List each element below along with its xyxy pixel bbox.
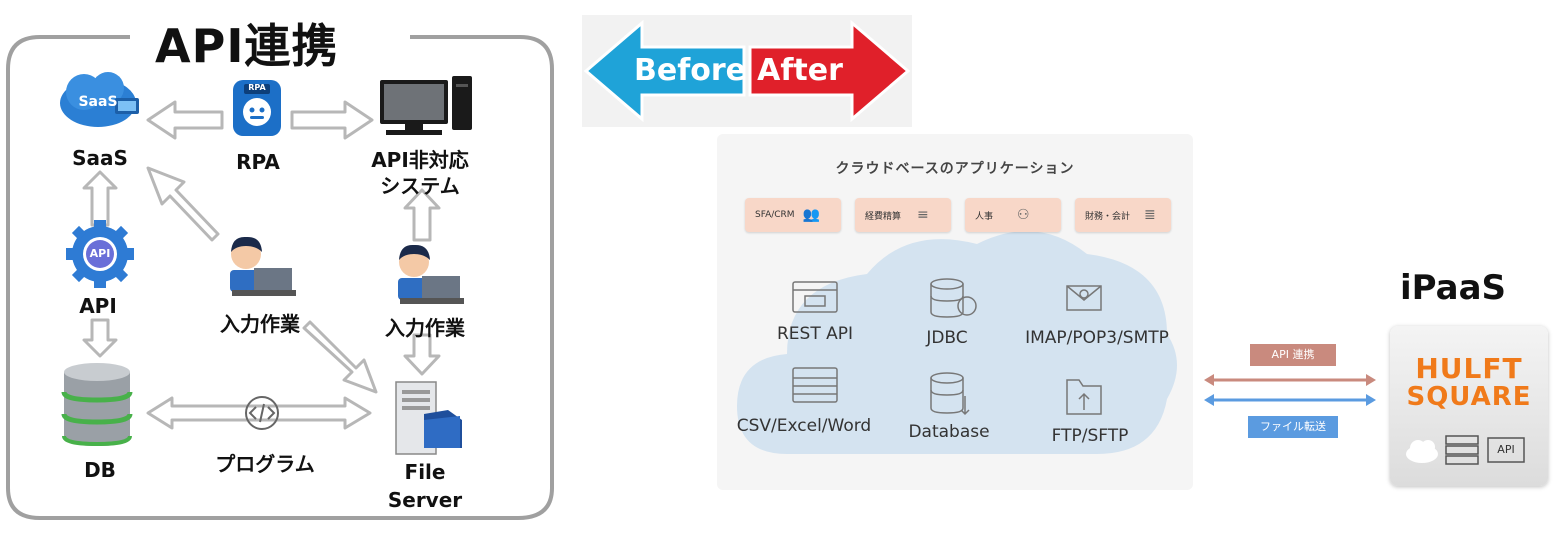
cloud-apps-panel: クラウドベースのアプリケーション SFA/CRM 👥 経費精算 ≡ 人事 ⚇ 財… <box>717 134 1193 490</box>
hulft-brand-line1: HULFT <box>1415 352 1523 385</box>
saas-cloud-icon <box>60 72 139 127</box>
hulft-square-tile: HULFT SQUARE API <box>1390 326 1548 486</box>
file-transfer-tag: ファイル転送 <box>1248 416 1338 438</box>
program-label: プログラム <box>215 452 315 476</box>
protocol-jdbc: JDBC <box>926 328 968 348</box>
api-badge-frame <box>1487 437 1525 463</box>
file-server-icon <box>395 381 462 455</box>
api-label: API <box>79 294 117 318</box>
protocol-icons <box>792 278 1102 416</box>
saas-label: SaaS <box>72 146 128 170</box>
api-gear-icon <box>66 220 134 288</box>
chip-expense-label: 経費精算 <box>865 211 902 222</box>
api-unsupported-label-line1: API非対応 <box>371 148 469 172</box>
protocol-ftp: FTP/SFTP <box>1051 426 1129 446</box>
arrow-manual-to-system <box>403 188 441 242</box>
protocol-imap: IMAP/POP3/SMTP <box>1025 328 1169 348</box>
before-label: Before <box>634 53 747 88</box>
coins-icon: ≣ <box>1144 207 1156 223</box>
api-link-tag: API 連携 <box>1250 344 1336 366</box>
panel-frame <box>6 35 554 520</box>
protocol-database: Database <box>908 422 990 442</box>
chip-hr-label: 人事 <box>975 211 994 222</box>
rest-api-icon <box>792 281 838 313</box>
chip-finance-label: 財務・会計 <box>1085 211 1131 222</box>
saas-icon-text: SaaS <box>78 94 118 110</box>
panel-title: API連携 <box>155 19 339 73</box>
api-icon-text: API <box>89 247 111 260</box>
database-icon <box>61 363 133 447</box>
database-stack-icon: ≡ <box>917 207 929 223</box>
people-icon: 👥 <box>802 207 820 223</box>
manual-input-right-label: 入力作業 <box>385 316 465 340</box>
api-unsupported-label-line2: システム <box>380 174 460 198</box>
mail-icon <box>1066 285 1102 311</box>
chip-hr: 人事 ⚇ <box>965 198 1061 232</box>
protocol-csv: CSV/Excel/Word <box>736 416 872 436</box>
chip-sfa-crm: SFA/CRM 👥 <box>745 198 841 232</box>
protocol-rest-api: REST API <box>776 324 854 344</box>
desktop-computer-icon <box>380 76 472 135</box>
jdbc-icon <box>930 278 977 318</box>
arrow-db-fileserver <box>146 396 372 430</box>
chip-finance: 財務・会計 ≣ <box>1075 198 1171 232</box>
server-rack-icon <box>1445 435 1479 465</box>
cloud-panel-title: クラウドベースのアプリケーション <box>835 161 1075 177</box>
api-badge-label: API <box>1497 443 1515 456</box>
database-icon-outline <box>930 372 970 416</box>
db-label: DB <box>84 458 116 482</box>
org-chart-icon: ⚇ <box>1017 207 1030 223</box>
hulft-brand-line2: SQUARE <box>1406 382 1532 412</box>
arrow-manual-to-fileserver <box>403 333 441 376</box>
chip-expense: 経費精算 ≡ <box>855 198 951 232</box>
arrow-saas-api <box>82 170 118 227</box>
code-gear-icon <box>245 396 279 430</box>
person-laptop-icon-right <box>398 244 464 304</box>
after-label: After <box>757 53 843 88</box>
file-server-label-line2: Server <box>387 488 463 512</box>
cloud-icon <box>1406 440 1438 463</box>
rpa-icon-text: RPA <box>248 83 266 92</box>
chip-sfa-crm-label: SFA/CRM <box>755 210 795 220</box>
rpa-label: RPA <box>236 150 280 174</box>
before-after-arrows <box>583 19 911 123</box>
before-after-banner: Before After <box>582 15 912 127</box>
ftp-folder-icon <box>1066 379 1102 415</box>
spreadsheet-icon <box>792 367 838 403</box>
person-laptop-icon-left <box>230 236 296 296</box>
rpa-robot-icon <box>233 80 281 136</box>
manual-input-left-label: 入力作業 <box>220 312 300 336</box>
arrow-rpa-to-saas <box>146 100 224 140</box>
arrow-manual-to-saas <box>146 166 220 242</box>
arrow-rpa-to-system <box>290 100 374 140</box>
arrow-api-db <box>82 318 118 358</box>
file-server-label-line1: File <box>404 460 446 484</box>
ipaas-heading: iPaaS <box>1400 268 1507 308</box>
arrow-manual-left-to-fileserver <box>302 320 378 394</box>
connector-arrows <box>1204 374 1376 406</box>
hulft-icons <box>1406 435 1525 465</box>
